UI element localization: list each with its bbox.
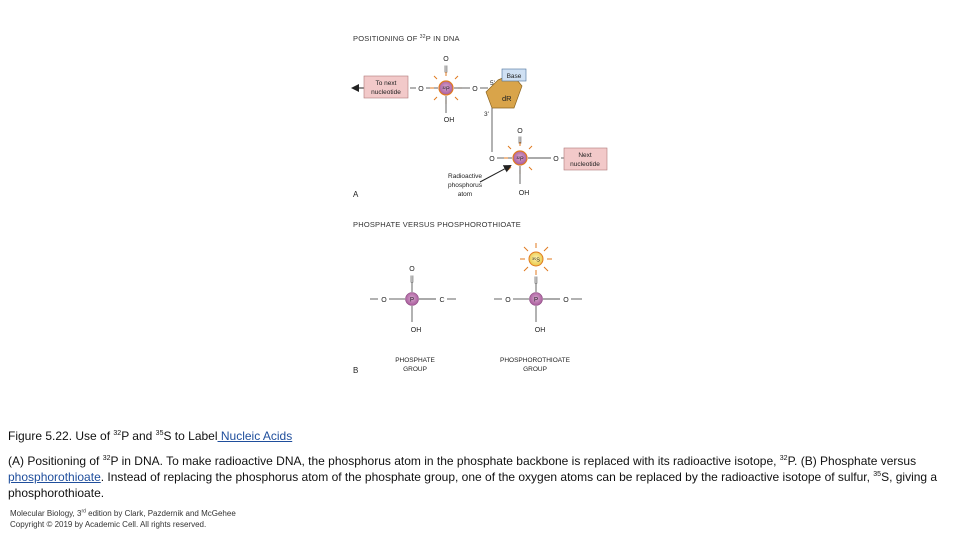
base-label: Base: [507, 73, 522, 80]
p-atom-label-1: ³²P: [442, 87, 450, 93]
atom-o-top-1: O: [443, 56, 449, 63]
phosphate-group-structure: O || O P C OH: [370, 266, 456, 334]
phosphorothioate-group-label-1: PHOSPHOROTHIOATE: [500, 357, 571, 364]
svg-text:OH: OH: [535, 327, 546, 334]
p-atom-32p-1: [438, 80, 454, 96]
svg-text:P: P: [410, 298, 414, 304]
svg-text:O: O: [505, 297, 511, 304]
radiation-burst-sulfur: [520, 243, 552, 275]
svg-text:||: ||: [410, 276, 414, 283]
phosphate-group-label-2: GROUP: [403, 366, 427, 373]
svg-text:O: O: [409, 266, 415, 273]
phosphate-group-label-1: PHOSPHATE: [395, 357, 435, 364]
to-next-box: [363, 75, 409, 99]
radioactive-arrow: [479, 165, 512, 183]
to-next-label-2: nucleotide: [371, 89, 401, 96]
base-box: [501, 68, 527, 82]
atom-oh-1: OH: [444, 117, 455, 124]
p-atom-32p-2: [512, 150, 528, 166]
source-line-1: Molecular Biology, 3rd edition by Clark,…: [10, 508, 236, 518]
panel-b-heading: PHOSPHATE VERSUS PHOSPHOROTHIOATE: [353, 220, 521, 229]
panel-b-letter: B: [353, 366, 358, 375]
next-label-1: Next: [578, 152, 592, 159]
double-bond-2: ||: [518, 137, 522, 144]
source-line-2: Copyright © 2019 by Academic Cell. All r…: [10, 520, 207, 529]
atom-o-left-2: O: [489, 156, 495, 163]
panel-a-heading: POSITIONING OF 32P IN DNA: [353, 34, 460, 43]
figure-caption-body: (A) Positioning of 32P in DNA. To make r…: [8, 454, 938, 500]
svg-text:O: O: [563, 297, 569, 304]
p-atom-phosphorothioate: [529, 292, 543, 306]
next-label-2: nucleotide: [570, 161, 600, 168]
radioactive-label-1: Radioactive: [448, 173, 482, 180]
radioactive-label-3: atom: [458, 191, 472, 198]
prime-3-label: 3': [484, 111, 489, 118]
atom-o-right-2: O: [553, 156, 559, 163]
panel-a-letter: A: [353, 190, 359, 199]
to-next-label-1: To next: [376, 80, 397, 87]
p-atom-phosphate: [405, 292, 419, 306]
atom-o-right-1: O: [472, 86, 478, 93]
svg-text:O: O: [381, 297, 387, 304]
phosphorothioate-group-structure: ³⁵S || O P O OH: [494, 243, 582, 334]
phosphorothioate-link[interactable]: phosphorothioate: [8, 470, 101, 484]
atom-o-left-1: O: [418, 86, 424, 93]
svg-text:C: C: [439, 297, 444, 304]
nucleic-acids-link[interactable]: Nucleic Acids: [217, 429, 293, 443]
radioactive-label-2: phosphorus: [448, 182, 483, 189]
figure-diagram: POSITIONING OF 32P IN DNA To next nucleo…: [351, 34, 608, 375]
svg-text:OH: OH: [411, 327, 422, 334]
figure-caption-title: Figure 5.22. Use of 32P and 35S to Label…: [8, 429, 293, 443]
atom-o-top-2: O: [517, 128, 523, 135]
sulfur-35-label: ³⁵S: [532, 257, 540, 264]
p-atom-label-2: ³²P: [516, 157, 524, 163]
prime-5-label: 5': [490, 80, 495, 87]
next-nucleotide-box: [563, 147, 608, 171]
double-bond-1: ||: [444, 66, 448, 73]
svg-text:P: P: [534, 298, 538, 304]
sulfur-35-atom: [528, 251, 544, 267]
dr-label: dR: [502, 94, 512, 103]
source-credit: Molecular Biology, 3rd edition by Clark,…: [10, 508, 236, 530]
phosphorothioate-group-label-2: GROUP: [523, 366, 547, 373]
atom-oh-2: OH: [519, 190, 530, 197]
svg-text:||: ||: [534, 277, 538, 284]
